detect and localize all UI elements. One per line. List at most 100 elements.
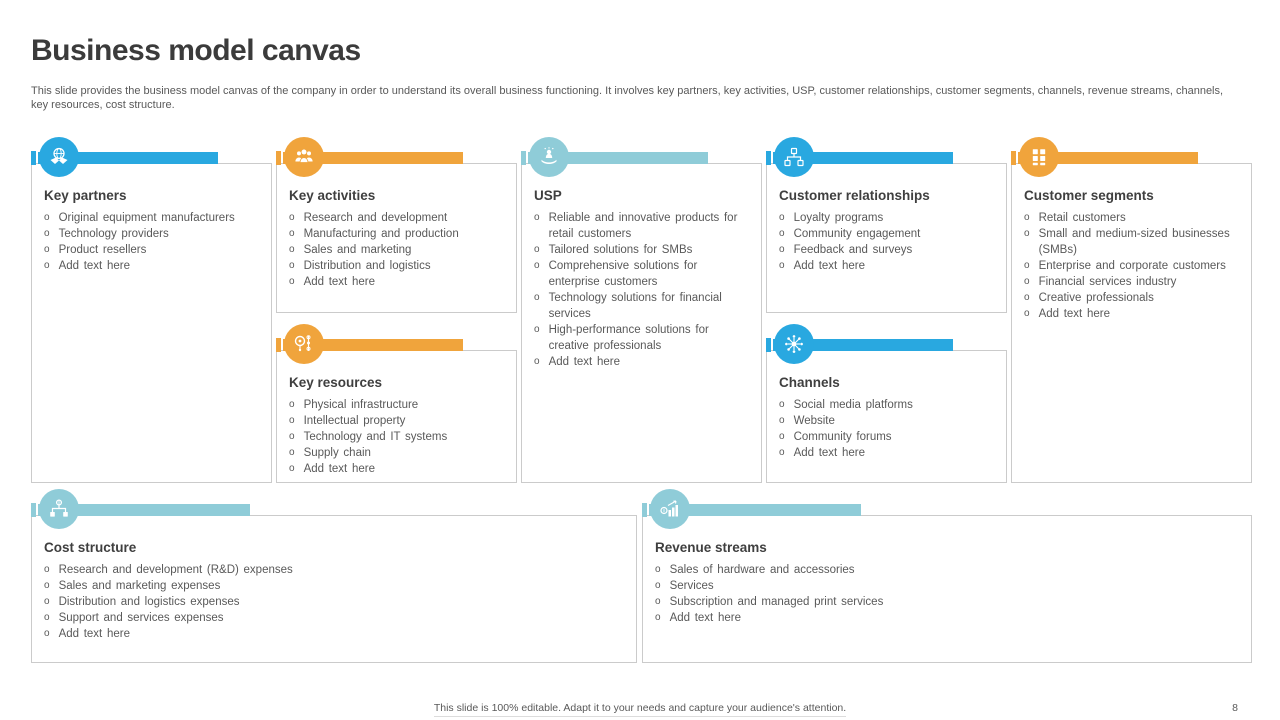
- page-number: 8: [1232, 702, 1238, 714]
- list-item-text: Community forums: [793, 431, 892, 443]
- list-item-text: Loyalty programs: [793, 212, 884, 224]
- slide-description: This slide provides the business model c…: [31, 85, 1224, 111]
- list-item-text: Add text here: [303, 463, 375, 475]
- accent-bar: [38, 152, 218, 164]
- team-icon: [284, 137, 324, 177]
- list-item-text: High-performance solutions for creative …: [548, 324, 709, 352]
- accent-tab: [276, 151, 281, 165]
- accent-bar: [38, 504, 250, 516]
- list-item-text: Sales of hardware and accessories: [669, 564, 855, 576]
- bullet-marker: o: [44, 228, 50, 239]
- box-title: USP: [534, 188, 562, 203]
- list-item-text: Add text here: [793, 260, 865, 272]
- bullet-marker: o: [779, 399, 785, 410]
- accent-bar: [283, 152, 463, 164]
- cost-hierarchy-icon: [39, 489, 79, 529]
- bullet-marker: o: [44, 564, 50, 575]
- list-item-text: Financial services industry: [1038, 276, 1177, 288]
- accent-tab: [1011, 151, 1016, 165]
- bullet-marker: o: [44, 212, 50, 223]
- box-title: Key partners: [44, 188, 127, 203]
- bullet-marker: o: [534, 292, 540, 303]
- list-item-text: Add text here: [1038, 308, 1110, 320]
- list-item-text: Creative professionals: [1038, 292, 1154, 304]
- list-item: o High-performance solutions for creative…: [534, 322, 751, 354]
- bullet-marker: o: [289, 260, 295, 271]
- bullet-marker: o: [655, 612, 661, 623]
- list-item-text: Sales and marketing: [303, 244, 412, 256]
- accent-bar: [528, 152, 708, 164]
- list-item-text: Intellectual property: [303, 415, 406, 427]
- handshake-globe-icon: [39, 137, 79, 177]
- resources-nodes-icon: [284, 324, 324, 364]
- box-title: Revenue streams: [655, 540, 767, 555]
- accent-bar: [283, 339, 463, 351]
- box-title: Channels: [779, 375, 840, 390]
- org-chart-icon: [774, 137, 814, 177]
- list-item-text: Supply chain: [303, 447, 371, 459]
- list-item-text: Technology solutions for financial servi…: [548, 292, 722, 320]
- list-item-text: Social media platforms: [793, 399, 913, 411]
- list-item-text: Physical infrastructure: [303, 399, 419, 411]
- list-item: o Technology solutions for financial serv…: [534, 290, 751, 322]
- list-item-text: Feedback and surveys: [793, 244, 913, 256]
- bullet-marker: o: [44, 244, 50, 255]
- list-item-text: Add text here: [303, 276, 375, 288]
- bullet-marker: o: [534, 356, 540, 367]
- box-revenue-streams[interactable]: Revenue streams o Sales of hardware and a…: [642, 489, 1252, 663]
- bullet-marker: o: [534, 212, 540, 223]
- list-item-text: Website: [793, 415, 835, 427]
- building-windows-icon: [1019, 137, 1059, 177]
- list-item-text: Comprehensive solutions for enterprise c…: [548, 260, 698, 288]
- bullet-marker: o: [534, 260, 540, 271]
- bullet-marker: o: [655, 564, 661, 575]
- bullet-marker: o: [655, 596, 661, 607]
- bullet-marker: o: [1024, 228, 1030, 239]
- accent-bar: [773, 152, 953, 164]
- accent-bar: [1018, 152, 1198, 164]
- list-item-text: Retail customers: [1038, 212, 1126, 224]
- list-item-text: Research and development: [303, 212, 448, 224]
- bullet-marker: o: [534, 324, 540, 335]
- list-item-text: Small and medium-sized businesses (SMBs): [1038, 228, 1230, 256]
- list-item: o Social media platforms: [779, 397, 996, 413]
- box-title: Customer segments: [1024, 188, 1154, 203]
- list-item-text: Services: [669, 580, 714, 592]
- hand-person-icon: [529, 137, 569, 177]
- list-item-text: Add text here: [548, 356, 620, 368]
- accent-tab: [521, 151, 526, 165]
- bullet-marker: o: [289, 212, 295, 223]
- box-title: Key resources: [289, 375, 383, 390]
- bullet-marker: o: [289, 415, 295, 426]
- bullet-marker: o: [289, 276, 295, 287]
- list-item-text: Community engagement: [793, 228, 921, 240]
- bullet-marker: o: [779, 415, 785, 426]
- list-item: o Add text here: [289, 274, 506, 290]
- list-item-text: Manufacturing and production: [303, 228, 459, 240]
- list-item-text: Subscription and managed print services: [669, 596, 884, 608]
